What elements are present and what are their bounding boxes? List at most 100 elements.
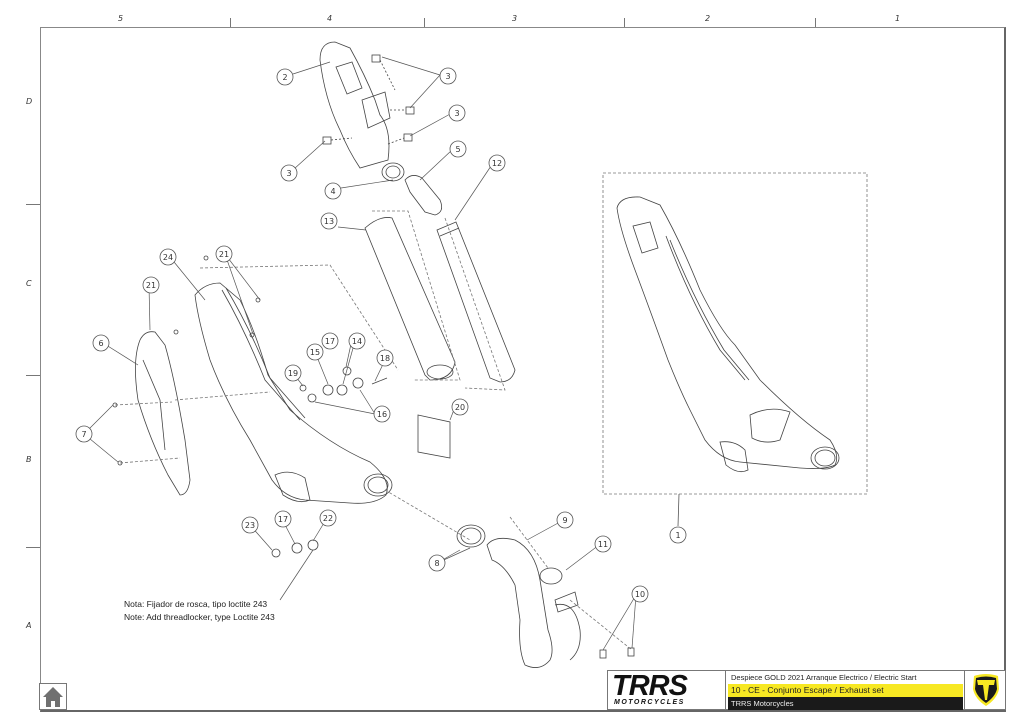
balloon-20: 20 [451,398,469,416]
balloon-number: 21 [219,250,229,259]
balloon-5: 5 [449,140,467,158]
zone-tick [815,18,816,27]
balloon-2: 2 [276,68,294,86]
balloon-circle [448,104,466,122]
balloon-23: 23 [241,516,259,534]
zone-tick [26,204,40,205]
inner-elbow-illustration [404,175,443,216]
balloon-number: 8 [434,559,439,568]
balloon-number: 21 [146,281,156,290]
balloon-circle [306,343,324,361]
note-spanish: Nota: Fijador de rosca, tipo loctite 243 [124,599,268,609]
threadlocker-note: Nota: Fijador de rosca, tipo loctite 243… [124,598,275,624]
balloon-circle [276,68,294,86]
divider [964,671,965,709]
shield-emblem-icon [973,674,999,706]
balloon-number: 6 [98,339,103,348]
balloon-number: 1 [675,531,680,540]
balloon-21: 21 [215,245,233,263]
balloon-circle [449,140,467,158]
balloon-number: 5 [455,145,460,154]
balloon-circle [142,276,160,294]
balloon-circle [439,67,457,85]
balloon-14: 14 [348,332,366,350]
balloon-number: 17 [278,515,288,524]
balloon-circle [241,516,259,534]
balloon-circle [669,526,687,544]
balloon-3: 3 [448,104,466,122]
zone-row-label: D [26,97,33,106]
balloon-circle [92,334,110,352]
balloon-circle [594,535,612,553]
balloon-circle [274,510,292,528]
silencer-body-illustration [194,282,393,504]
drawing-frame [40,27,1006,712]
balloon-1: 1 [669,526,687,544]
zone-column-label: 1 [895,14,901,23]
balloon-circle [159,248,177,266]
balloon-circle [428,554,446,572]
balloon-3: 3 [439,67,457,85]
assembled-silencer-illustration [616,196,840,527]
packing-wool-illustration [364,217,456,381]
title-block: TRRS MOTORCYCLES Despiece GOLD 2021 Arra… [607,670,1006,710]
zone-tick [26,547,40,548]
balloon-circle [75,425,93,443]
balloon-circle [280,164,298,182]
heat-shield-illustration [114,331,271,496]
zone-row-label: C [26,279,32,288]
balloon-circle [376,349,394,367]
balloon-7: 7 [75,425,93,443]
balloon-6: 6 [92,334,110,352]
balloon-4: 4 [324,182,342,200]
balloon-19: 19 [284,364,302,382]
zone-tick [424,18,425,27]
balloon-number: 7 [81,430,86,439]
drawing-title: 10 - CE - Conjunto Escape / Exhaust set [728,684,963,697]
balloon-circle [373,405,391,423]
balloon-number: 17 [325,337,335,346]
balloon-17: 17 [321,332,339,350]
balloon-9: 9 [556,511,574,529]
header-pipe-illustration [486,516,635,668]
balloon-number: 16 [377,410,387,419]
balloon-number: 23 [245,521,255,530]
zone-column-label: 3 [512,14,518,23]
balloon-number: 4 [330,187,335,196]
balloon-21: 21 [142,276,160,294]
balloon-circle [320,212,338,230]
balloon-17: 17 [274,510,292,528]
balloon-16: 16 [373,405,391,423]
balloon-circle [348,332,366,350]
balloon-number: 11 [598,540,608,549]
label-sticker-illustration [417,414,451,459]
note-english: Note: Add threadlocker, type Loctite 243 [124,612,275,622]
balloon-number: 13 [324,217,334,226]
balloon-number: 24 [163,253,173,262]
drawing-set-title: Despiece GOLD 2021 Arranque Electrico / … [731,673,917,682]
balloon-circle [488,154,506,172]
zone-column-label: 4 [327,14,333,23]
balloon-circle [215,245,233,263]
zone-row-label: A [26,621,32,630]
balloon-circle [319,509,337,527]
balloon-number: 20 [455,403,465,412]
end-cap-cover-illustration [319,41,415,169]
zone-row-label: B [26,455,32,464]
home-button[interactable] [39,683,67,710]
home-icon [43,687,63,707]
balloon-3: 3 [280,164,298,182]
balloon-circle [556,511,574,529]
company-name: TRRS Motorcycles [728,697,963,710]
balloon-number: 12 [492,159,502,168]
zone-tick [624,18,625,27]
balloon-13: 13 [320,212,338,230]
balloon-number: 3 [445,72,450,81]
balloon-22: 22 [319,509,337,527]
zone-tick [230,18,231,27]
balloon-number: 9 [562,516,567,525]
balloon-number: 2 [282,73,287,82]
zone-column-label: 2 [705,14,711,23]
balloon-number: 10 [635,590,645,599]
